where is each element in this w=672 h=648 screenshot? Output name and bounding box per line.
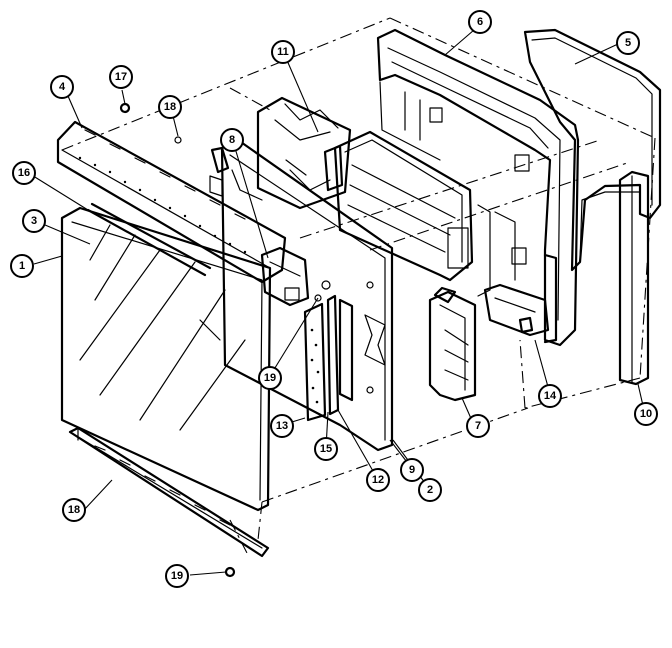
callout-label: 2 [427,484,433,496]
callout-1: 1 [10,254,34,278]
callout-label: 3 [31,215,37,227]
callout-label: 19 [264,372,276,384]
callout-label: 18 [164,101,176,113]
callout-19-bottom: 19 [165,564,189,588]
latch-spring [314,280,340,416]
callout-label: 15 [320,443,332,455]
vent-strip [303,302,327,422]
callout-label: 14 [544,390,557,402]
screw-17 [119,102,131,114]
callout-label: 8 [229,134,235,146]
door-gasket [523,28,662,272]
callout-14: 14 [538,384,562,408]
callout-label: 19 [171,570,183,582]
callout-label: 13 [276,420,288,432]
callout-label: 9 [409,464,415,476]
callout-label: 4 [59,81,66,93]
callout-11: 11 [271,40,295,64]
callout-label: 1 [19,260,25,272]
callout-18-bottom: 18 [62,498,86,522]
callout-label: 11 [277,46,289,58]
outer-door-panel [60,206,272,512]
inner-glass-pack [333,130,516,297]
callout-3: 3 [22,209,46,233]
callout-10: 10 [634,402,658,426]
door-frame [376,28,580,347]
callout-2: 2 [418,478,442,502]
callout-17: 17 [109,65,133,89]
callout-16: 16 [12,161,36,185]
callout-9: 9 [400,458,424,482]
callout-19-middle: 19 [258,366,282,390]
screw-18-top [174,136,182,144]
door-handle [618,170,650,386]
callout-label: 5 [625,37,631,49]
inner-door-panel [209,138,394,452]
top-vent-trim [56,120,287,284]
callout-label: 16 [18,167,30,179]
bottom-trim [68,426,270,558]
callout-5: 5 [616,31,640,55]
callout-12: 12 [366,468,390,492]
callout-7: 7 [466,414,490,438]
door-latch [260,246,310,307]
callout-label: 18 [68,504,80,516]
trim-rods [86,202,212,277]
callout-13: 13 [270,414,294,438]
callout-18-top: 18 [158,95,182,119]
vent-trim-texture [78,156,247,254]
callout-label: 6 [477,16,483,28]
hinge-receiver [483,283,550,337]
callout-8: 8 [220,128,244,152]
callout-4: 4 [50,75,74,99]
callout-label: 17 [115,71,127,83]
callout-15: 15 [314,437,338,461]
callout-label: 10 [640,408,652,420]
callout-label: 7 [475,420,481,432]
screw-19-bottom [224,566,236,578]
door-hinge [428,286,477,402]
callout-label: 12 [372,474,384,486]
callout-6: 6 [468,10,492,34]
